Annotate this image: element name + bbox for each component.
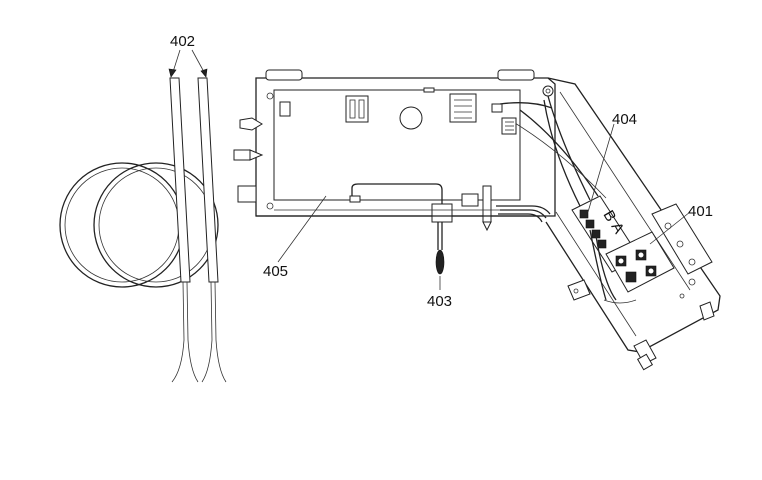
connector-block <box>449 93 477 123</box>
thermistor-403 <box>431 203 453 275</box>
callout-402: 402 <box>170 33 195 50</box>
control-board-flat-section <box>233 69 556 275</box>
control-board-angled-section: B A <box>499 77 721 371</box>
pcb-405 <box>273 89 521 201</box>
callout-403: 403 <box>427 293 452 310</box>
sensor-cable-assembly <box>59 77 227 383</box>
cable-coil-loop-right <box>93 162 219 288</box>
callout-401: 401 <box>688 203 713 220</box>
callout-404: 404 <box>612 111 637 128</box>
terminal-block-401 <box>605 231 675 293</box>
sensor-sleeve-right <box>197 77 219 283</box>
callout-405: 405 <box>263 263 288 280</box>
leader-lines <box>168 49 691 290</box>
buzzer-component <box>399 106 423 130</box>
relay-component <box>345 95 369 123</box>
cable-coil-loop-left <box>59 162 185 288</box>
sensor-sleeve-left <box>169 77 191 283</box>
